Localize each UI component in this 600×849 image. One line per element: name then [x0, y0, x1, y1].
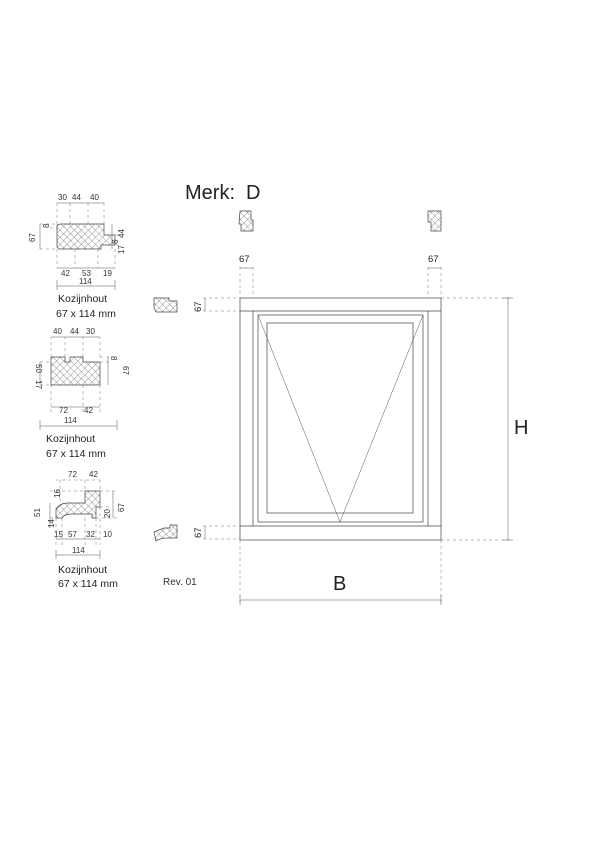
merk-label: Merk: — [185, 182, 235, 204]
profile-2-caption-title: Kozijnhout — [46, 433, 95, 445]
width-label: B — [333, 573, 346, 595]
profile-1-width: 114 — [79, 277, 92, 286]
profile-1-bottom-dim-3: 19 — [103, 269, 112, 278]
profile-icon-side-top — [153, 297, 178, 313]
profile-2-width: 114 — [64, 416, 77, 425]
side-bottom-dim: 67 — [193, 527, 204, 538]
profile-1-top-dim-2: 44 — [72, 193, 81, 202]
profile-1-top-dim-1: 30 — [58, 193, 67, 202]
profile-3-bottom-dim-1: 15 — [54, 530, 63, 539]
top-right-dim: 67 — [428, 254, 439, 265]
profile-1-right-dim-3: 6 — [111, 239, 120, 244]
profile-icon-top-right — [427, 210, 442, 232]
profile-3: 72 42 16 51 14 67 20 15 57 32 10 114 Koz… — [33, 470, 126, 590]
profile-3-width: 114 — [72, 546, 85, 555]
profile-3-top-dim-1: 72 — [68, 470, 77, 479]
profile-3-left-dim-1: 16 — [53, 489, 62, 498]
profile-2-right-dim-1: 8 — [109, 356, 118, 361]
profile-3-top-dim-2: 42 — [89, 470, 98, 479]
revision-label: Rev. 01 — [163, 577, 197, 588]
profile-3-right-dim-1: 67 — [117, 503, 126, 512]
window-elevation: 67 67 67 67 H B — [193, 254, 528, 606]
profile-icon-side-bottom — [153, 524, 178, 542]
profile-2-left-dim-2: 17 — [34, 380, 43, 389]
profile-3-left-dim-2: 51 — [33, 508, 42, 517]
profile-3-bottom-dim-4: 10 — [103, 530, 112, 539]
profile-1-bottom-dim-1: 42 — [61, 269, 70, 278]
profile-1-section — [56, 223, 116, 250]
profile-1-right-dim-1: 44 — [117, 229, 126, 238]
glass-pane — [266, 322, 414, 514]
top-left-dim: 67 — [239, 254, 250, 265]
sash-frame — [257, 314, 424, 523]
profile-3-right-dim-2: 20 — [103, 509, 112, 518]
profile-3-section — [55, 490, 101, 519]
outer-frame — [239, 297, 442, 541]
profile-1: 30 44 40 67 8 44 17 6 42 53 19 114 Kozij… — [28, 193, 126, 320]
merk-value: D — [246, 182, 260, 204]
profile-icon-top-left — [238, 210, 254, 232]
profile-2-caption-size: 67 x 114 mm — [46, 448, 106, 460]
profile-3-left-dim-3: 14 — [47, 519, 56, 528]
profile-2-right-dim-2: 67 — [121, 366, 130, 375]
profile-2-bottom-dim-1: 72 — [59, 406, 68, 415]
profile-2-top-dim-2: 44 — [70, 327, 79, 336]
profile-3-caption-size: 67 x 114 mm — [58, 578, 118, 590]
profile-1-left-dim-1: 67 — [28, 233, 37, 242]
side-top-dim: 67 — [193, 301, 204, 312]
profile-1-caption-size: 67 x 114 mm — [56, 308, 116, 320]
profile-1-top-dim-3: 40 — [90, 193, 99, 202]
profile-1-right-dim-2: 17 — [117, 245, 126, 254]
profile-2-top-dim-3: 30 — [86, 327, 95, 336]
profile-3-bottom-dim-3: 32 — [86, 530, 95, 539]
profile-1-bottom-dim-2: 53 — [82, 269, 91, 278]
profile-2-section — [50, 356, 101, 386]
profile-2-left-dim-1: 50 — [34, 364, 43, 373]
profile-1-caption-title: Kozijnhout — [58, 293, 107, 305]
profile-3-caption-title: Kozijnhout — [58, 564, 107, 576]
profile-2: 40 44 30 50 17 8 67 72 42 114 Kozijnhout… — [34, 327, 130, 460]
profile-1-left-dim-2: 8 — [42, 223, 51, 228]
profile-2-bottom-dim-2: 42 — [84, 406, 93, 415]
profile-3-bottom-dim-2: 57 — [68, 530, 77, 539]
profile-2-top-dim-1: 40 — [53, 327, 62, 336]
height-label: H — [514, 417, 528, 439]
